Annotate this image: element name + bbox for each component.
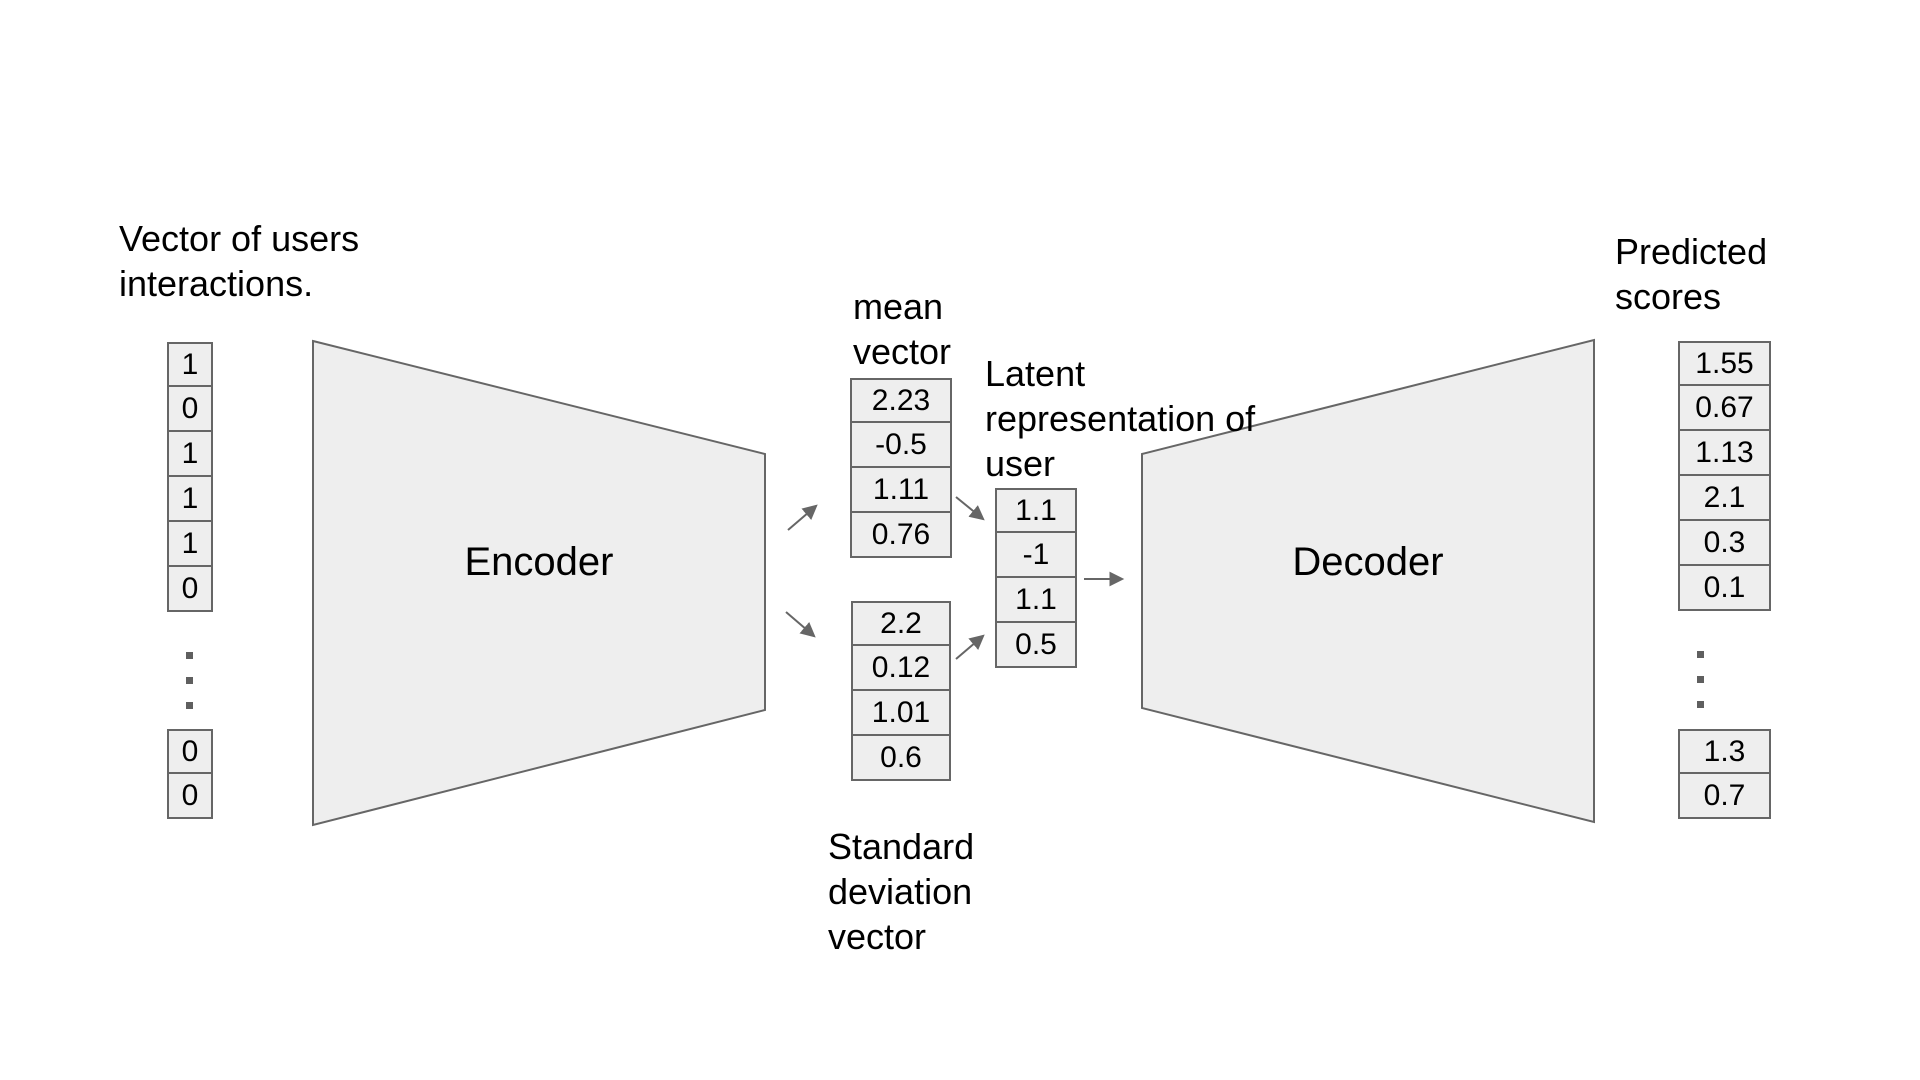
mean-vector-cell: -0.5: [850, 423, 952, 468]
input-vector-bottom: 0 0: [167, 729, 213, 819]
predicted-vector-cell: 0.3: [1678, 521, 1771, 566]
predicted-vector-ellipsis-icon: [1697, 651, 1704, 708]
latent-vector-cell: -1: [995, 533, 1077, 578]
input-vector-cell: 0: [167, 729, 213, 774]
predicted-vector-cell: 0.7: [1678, 774, 1771, 819]
input-vector-cell: 1: [167, 342, 213, 387]
input-vector-top: 1 0 1 1 1 0: [167, 342, 213, 612]
predicted-vector-cell: 0.1: [1678, 566, 1771, 611]
input-vector-ellipsis-icon: [186, 652, 193, 709]
mean-vector-cell: 2.23: [850, 378, 952, 423]
decoder-label: Decoder: [1292, 540, 1444, 584]
latent-vector-cell: 1.1: [995, 488, 1077, 533]
std-vector-cell: 1.01: [851, 691, 951, 736]
predicted-vector-cell: 1.3: [1678, 729, 1771, 774]
dot-icon: [1697, 676, 1704, 683]
arrow-encoder-to-mean: [787, 504, 818, 531]
arrow-encoder-to-std: [785, 611, 816, 638]
predicted-vector-cell: 1.55: [1678, 341, 1771, 386]
dot-icon: [186, 677, 193, 684]
input-vector-cell: 0: [167, 774, 213, 819]
latent-vector-cell: 0.5: [995, 623, 1077, 668]
mean-vector: 2.23 -0.5 1.11 0.76: [850, 378, 952, 558]
arrow-std-to-latent: [955, 634, 985, 660]
decoder-trapezoid: [1141, 338, 1595, 824]
std-vector-cell: 0.6: [851, 736, 951, 781]
dot-icon: [186, 702, 193, 709]
encoder-label: Encoder: [464, 540, 614, 584]
dot-icon: [1697, 651, 1704, 658]
latent-vector: 1.1 -1 1.1 0.5: [995, 488, 1077, 668]
latent-representation-label: Latent representation of user: [985, 353, 1256, 484]
latent-vector-cell: 1.1: [995, 578, 1077, 623]
mean-vector-label: mean vector: [853, 286, 952, 372]
arrow-mean-to-latent: [955, 496, 985, 521]
mean-vector-cell: 1.11: [850, 468, 952, 513]
input-vector-cell: 0: [167, 567, 213, 612]
encoder-trapezoid: [312, 339, 766, 827]
predicted-vector-top: 1.55 0.67 1.13 2.1 0.3 0.1: [1678, 341, 1771, 611]
std-vector: 2.2 0.12 1.01 0.6: [851, 601, 951, 781]
predicted-vector-cell: 2.1: [1678, 476, 1771, 521]
std-vector-cell: 2.2: [851, 601, 951, 646]
input-vector-label: Vector of users interactions.: [119, 218, 360, 304]
input-vector-cell: 1: [167, 432, 213, 477]
std-vector-label: Standard deviation vector: [828, 826, 975, 957]
predicted-vector-cell: 0.67: [1678, 386, 1771, 431]
input-vector-cell: 1: [167, 477, 213, 522]
dot-icon: [186, 652, 193, 659]
std-vector-cell: 0.12: [851, 646, 951, 691]
mean-vector-cell: 0.76: [850, 513, 952, 558]
predicted-scores-label: Predicted scores: [1615, 231, 1768, 317]
predicted-vector-bottom: 1.3 0.7: [1678, 729, 1771, 819]
input-vector-cell: 0: [167, 387, 213, 432]
dot-icon: [1697, 701, 1704, 708]
input-vector-cell: 1: [167, 522, 213, 567]
predicted-vector-cell: 1.13: [1678, 431, 1771, 476]
